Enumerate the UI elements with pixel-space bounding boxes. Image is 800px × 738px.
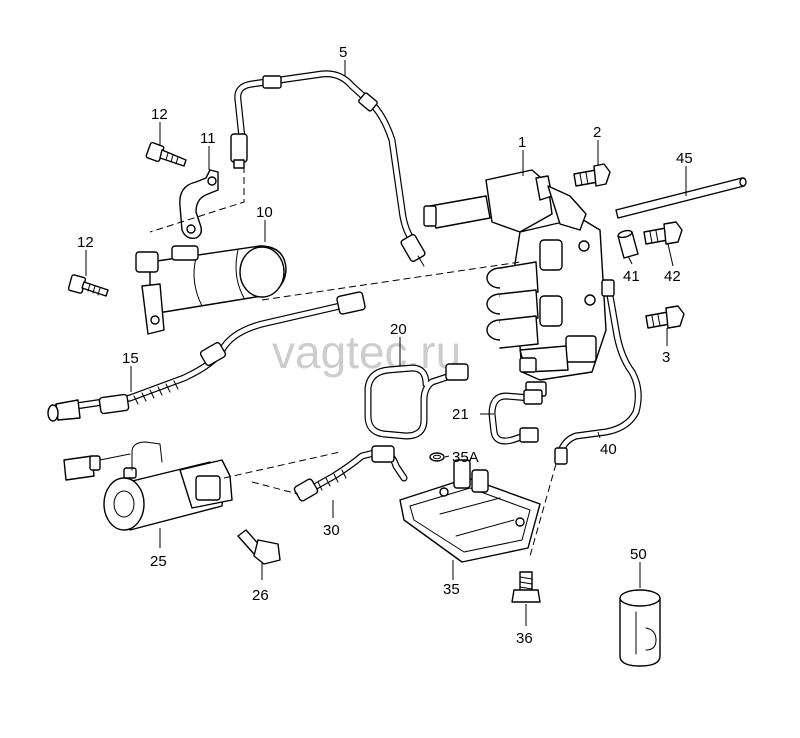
callout-12a: 12: [151, 106, 168, 123]
part-11-bracket: [179, 169, 219, 240]
part-40-line: [554, 279, 642, 465]
callout-5: 5: [339, 44, 347, 61]
callout-35a: 35A: [452, 449, 479, 466]
callout-50: 50: [630, 546, 647, 563]
callout-35: 35: [443, 581, 460, 598]
part-35-housing: [399, 459, 541, 563]
part-5-pressure-line: [230, 70, 426, 267]
part-50-filter: [619, 589, 661, 667]
callout-21: 21: [452, 406, 469, 423]
callout-25: 25: [150, 553, 167, 570]
callout-10: 10: [256, 204, 273, 221]
part-26-bolt: [237, 529, 281, 565]
callout-3: 3: [662, 349, 670, 366]
callout-42: 42: [664, 268, 681, 285]
part-30-wiring: [293, 445, 408, 502]
callout-36: 36: [516, 630, 533, 647]
callout-2: 2: [593, 124, 601, 141]
part-3-bolt: [645, 305, 685, 329]
callout-12b: 12: [77, 234, 94, 251]
callout-20: 20: [390, 321, 407, 338]
part-42-bolt: [643, 221, 683, 245]
part-2-bolt: [573, 163, 611, 187]
part-21-line: [488, 389, 543, 445]
callout-11: 11: [200, 130, 216, 147]
part-20-line: [364, 363, 469, 440]
callout-26: 26: [252, 587, 269, 604]
callout-15: 15: [122, 350, 139, 367]
callout-30: 30: [323, 522, 340, 539]
part-45-rod: [615, 177, 747, 219]
part-15-wiring: [47, 291, 366, 422]
callout-40: 40: [600, 441, 617, 458]
part-41-sleeve: [617, 229, 639, 259]
callout-45: 45: [676, 150, 693, 167]
callout-41: 41: [623, 268, 640, 285]
part-12-bolt-upper: [145, 141, 187, 167]
assembly-dashed-lines: [149, 166, 557, 557]
callout-1: 1: [518, 134, 526, 151]
part-12-bolt-lower: [67, 274, 109, 297]
part-25-pump-motor: [63, 441, 233, 531]
part-35a-oring: [429, 452, 445, 462]
watermark: vagtec.ru: [272, 326, 461, 378]
leader-lines: [85, 60, 687, 626]
part-10-accumulator: [135, 245, 287, 335]
part-1-valve-body: [423, 169, 607, 397]
part-36-bolt: [511, 571, 541, 603]
callout-labels: 5 1 2 45 12 11 10 12 15 20 21 40 41 42 3…: [77, 44, 693, 647]
